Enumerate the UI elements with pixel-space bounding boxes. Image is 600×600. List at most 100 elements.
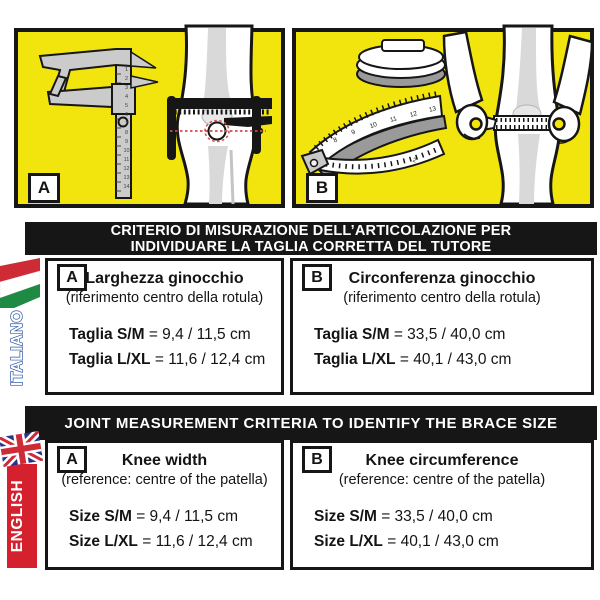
italian-header-bar: CRITERIO DI MISURAZIONE DELL’ARTICOLAZIO…: [25, 222, 597, 255]
size-label: Taglia S/M: [314, 326, 390, 343]
ruler-number: 1: [125, 67, 128, 73]
caliper-icon: 1 2 3 4 5 6 7 8 9 10 11 12 13 14: [38, 48, 159, 199]
left-hand-icon: [442, 30, 498, 141]
tape-number: 11: [389, 115, 398, 124]
cell-b-label: B: [302, 446, 332, 473]
svg-text:ENGLISH: ENGLISH: [9, 480, 26, 552]
english-language-label: ENGLISH: [9, 480, 26, 552]
caliper-ruler-numbers: 1 2 3 4 5 6 7 8 9 10 11 12 13 14: [123, 67, 129, 190]
size-value: = 11,6 / 12,4 cm: [150, 351, 266, 368]
size-row: Size S/M = 9,4 / 11,5 cm: [69, 504, 281, 529]
english-header-line: JOINT MEASUREMENT CRITERIA TO IDENTIFY T…: [64, 414, 558, 432]
cell-title: Knee width: [121, 452, 208, 469]
panel-a-label: A: [28, 173, 60, 203]
italian-header-line2: INDIVIDUARE LA TAGLIA CORRETTA DEL TUTOR…: [130, 238, 492, 255]
ruler-number: 11: [124, 157, 130, 163]
italian-cell-a: A Larghezza ginocchio (riferimento centr…: [45, 258, 284, 395]
tape-number: 13: [428, 105, 437, 114]
size-label: Size L/XL: [69, 533, 138, 550]
measuring-tape-icon: 8 9 10 11 12 13 2: [300, 39, 448, 180]
illustration-panel-a: 1 2 3 4 5 6 7 8 9 10 11 12 13 14 A: [14, 24, 285, 208]
size-row: Taglia L/XL = 11,6 / 12,4 cm: [69, 347, 281, 372]
english-language-strip: ENGLISH: [0, 431, 44, 572]
ruler-number: 3: [125, 85, 128, 91]
panel-a-letter: A: [37, 178, 51, 197]
size-value: = 40,1 / 43,0 cm: [382, 533, 499, 550]
ruler-number: 14: [123, 184, 129, 190]
size-row: Taglia L/XL = 40,1 / 43,0 cm: [314, 347, 591, 372]
english-header-bar: JOINT MEASUREMENT CRITERIA TO IDENTIFY T…: [25, 406, 597, 440]
italian-language-strip: ITALIANO: [0, 256, 44, 396]
cell-title: Larghezza ginocchio: [85, 270, 244, 287]
english-cell-b: B Knee circumference (reference: centre …: [290, 440, 594, 570]
panel-b-letter: B: [315, 178, 329, 197]
size-row: Size S/M = 33,5 / 40,0 cm: [314, 504, 591, 529]
tape-number: 9: [350, 129, 356, 137]
size-label: Taglia L/XL: [314, 351, 396, 368]
cell-a-letter: A: [66, 268, 78, 286]
cell-size-rows: Size S/M = 9,4 / 11,5 cm Size L/XL = 11,…: [48, 504, 281, 554]
italian-header-line1: CRITERIO DI MISURAZIONE DELL’ARTICOLAZIO…: [110, 222, 512, 239]
cell-a-letter: A: [66, 450, 78, 468]
cell-size-rows: Size S/M = 33,5 / 40,0 cm Size L/XL = 40…: [293, 504, 591, 554]
caliper-knee-width-illustration: 1 2 3 4 5 6 7 8 9 10 11 12 13 14: [38, 24, 272, 206]
panel-b-label: B: [306, 173, 338, 203]
tape-numbers: 8 9 10 11 12 13 2: [332, 105, 437, 164]
ruler-number: 10: [123, 148, 129, 154]
ruler-number: 2: [125, 76, 128, 82]
size-label: Size L/XL: [314, 533, 383, 550]
cell-b-letter: B: [311, 268, 323, 286]
size-label: Size S/M: [69, 508, 132, 525]
tape-number: 8: [332, 137, 338, 145]
illustration-panel-b: 8 9 10 11 12 13 2: [292, 24, 594, 208]
ruler-number: 4: [125, 94, 128, 100]
ruler-number: 13: [123, 175, 129, 181]
tape-number: 12: [409, 110, 418, 119]
svg-text:ITALIANO: ITALIANO: [9, 310, 26, 386]
tape-knee-circumference-illustration: 8 9 10 11 12 13 2: [300, 24, 594, 206]
tape-number: 2: [412, 157, 418, 165]
cell-a-label: A: [57, 264, 87, 291]
size-value: = 40,1 / 43,0 cm: [395, 351, 512, 368]
size-row: Size L/XL = 11,6 / 12,4 cm: [69, 529, 281, 554]
ruler-number: 5: [125, 103, 128, 109]
size-row: Size L/XL = 40,1 / 43,0 cm: [314, 529, 591, 554]
cell-title: Circonferenza ginocchio: [348, 270, 536, 287]
size-value: = 9,4 / 11,5 cm: [131, 508, 239, 525]
cell-size-rows: Taglia S/M = 33,5 / 40,0 cm Taglia L/XL …: [293, 322, 591, 372]
cell-subtitle: (riferimento centro della rotula): [343, 290, 541, 306]
english-cell-a: A Knee width (reference: centre of the p…: [45, 440, 284, 570]
english-strip-background: [7, 464, 37, 568]
ruler-number: 6: [125, 112, 128, 118]
italian-flag-icon: [0, 258, 40, 308]
knee-width-gauge-icon: [167, 96, 272, 160]
tape-number: 10: [369, 121, 379, 130]
size-value: = 33,5 / 40,0 cm: [389, 326, 506, 343]
size-row: Taglia S/M = 9,4 / 11,5 cm: [69, 322, 281, 347]
cell-subtitle: (reference: centre of the patella): [338, 472, 546, 488]
size-row: Taglia S/M = 33,5 / 40,0 cm: [314, 322, 591, 347]
size-value: = 9,4 / 11,5 cm: [144, 326, 251, 343]
size-label: Taglia S/M: [69, 326, 145, 343]
ruler-number: 7: [125, 121, 128, 127]
ruler-number: 8: [125, 130, 128, 136]
size-value: = 33,5 / 40,0 cm: [376, 508, 493, 525]
italian-cell-b: B Circonferenza ginocchio (riferimento c…: [290, 258, 594, 395]
right-hand-icon: [547, 34, 594, 144]
italian-language-label: ITALIANO: [8, 309, 26, 386]
ruler-number: 9: [125, 139, 128, 145]
cell-subtitle: (riferimento centro della rotula): [65, 290, 264, 306]
leg-front-illustration: [175, 24, 259, 206]
ruler-number: 12: [123, 166, 129, 172]
union-jack-icon: [0, 431, 44, 467]
cell-b-letter: B: [311, 450, 323, 468]
size-value: = 11,6 / 12,4 cm: [137, 533, 253, 550]
cell-b-label: B: [302, 264, 332, 291]
cell-a-label: A: [57, 446, 87, 473]
cell-subtitle: (reference: centre of the patella): [61, 472, 268, 488]
size-label: Size S/M: [314, 508, 377, 525]
cell-size-rows: Taglia S/M = 9,4 / 11,5 cm Taglia L/XL =…: [48, 322, 281, 372]
measurement-dotted-line: [170, 119, 266, 143]
size-label: Taglia L/XL: [69, 351, 151, 368]
